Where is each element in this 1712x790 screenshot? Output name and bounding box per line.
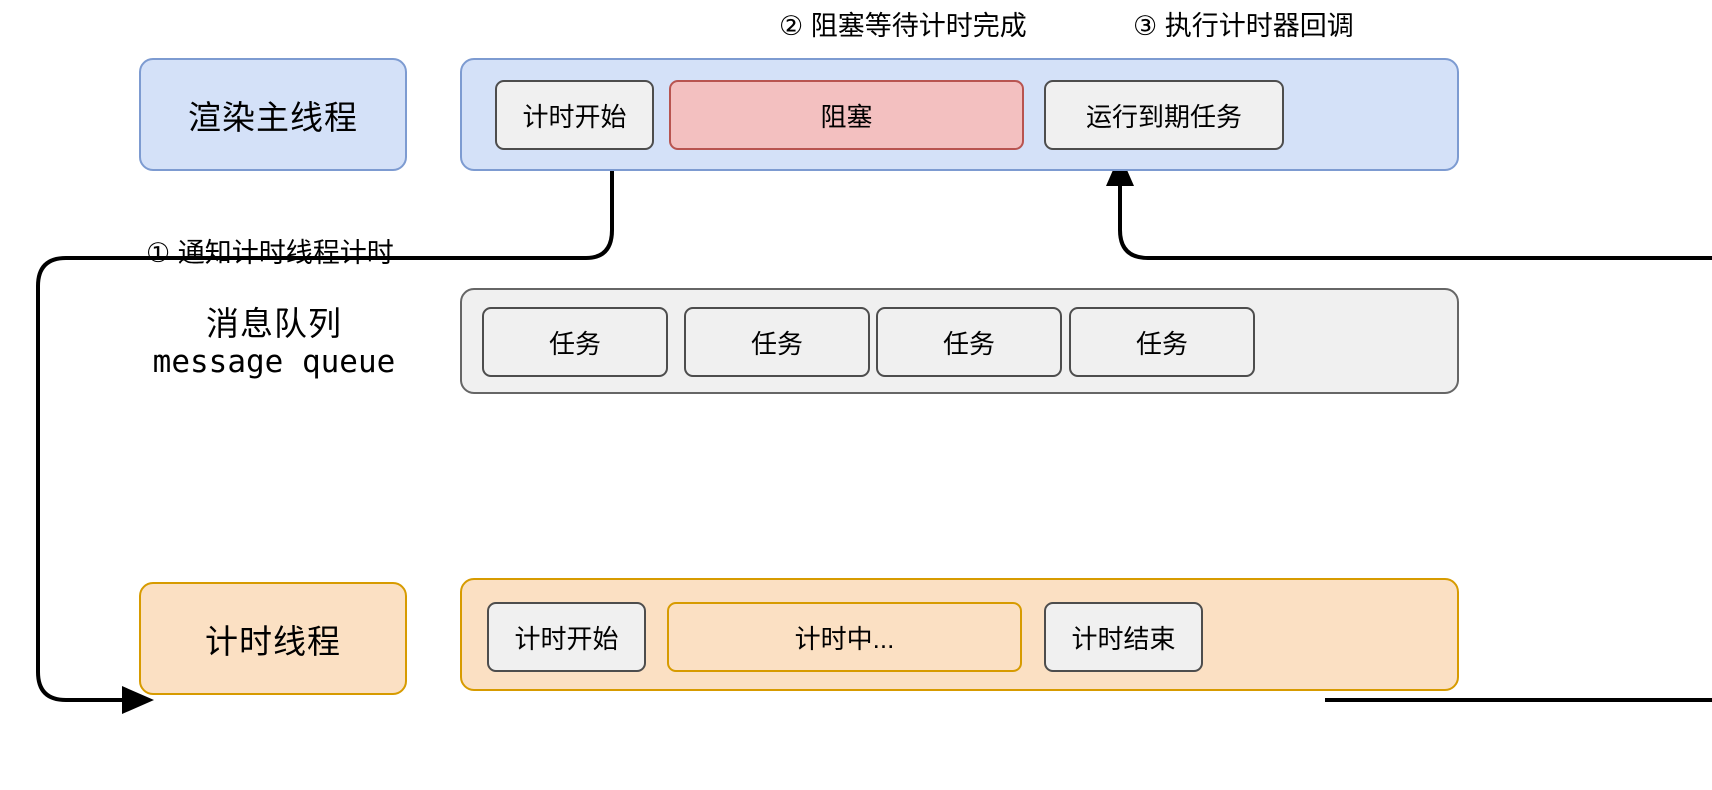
block-timing-start[interactable]: 计时开始	[487, 602, 646, 672]
message-queue-label-cn: 消息队列	[206, 305, 342, 342]
lane-label-timer-thread: 计时线程	[139, 582, 407, 695]
block-run-expired-task[interactable]: 运行到期任务	[1044, 80, 1284, 150]
block-timing-in-progress[interactable]: 计时中...	[667, 602, 1022, 672]
block-timer-start[interactable]: 计时开始	[495, 80, 654, 150]
annotation-step2: ② 阻塞等待计时完成	[779, 11, 1027, 41]
annotation-step1: ① 通知计时线程计时	[146, 238, 394, 268]
lane-label-message-queue: 消息队列 message queue	[119, 305, 429, 381]
message-queue-label-en: message queue	[152, 343, 396, 380]
block-task-4[interactable]: 任务	[1069, 307, 1255, 377]
lane-track-message-queue: 任务 任务 任务 任务	[460, 288, 1459, 394]
block-task-1[interactable]: 任务	[482, 307, 668, 377]
lane-label-render-main-thread: 渲染主线程	[139, 58, 407, 171]
annotation-step3: ③ 执行计时器回调	[1133, 11, 1354, 41]
block-blocked[interactable]: 阻塞	[669, 80, 1024, 150]
lane-track-render-main-thread: 计时开始 阻塞 运行到期任务	[460, 58, 1459, 171]
lane-track-timer-thread: 计时开始 计时中... 计时结束	[460, 578, 1459, 691]
block-task-2[interactable]: 任务	[684, 307, 870, 377]
block-timing-end[interactable]: 计时结束	[1044, 602, 1203, 672]
block-task-3[interactable]: 任务	[876, 307, 1062, 377]
